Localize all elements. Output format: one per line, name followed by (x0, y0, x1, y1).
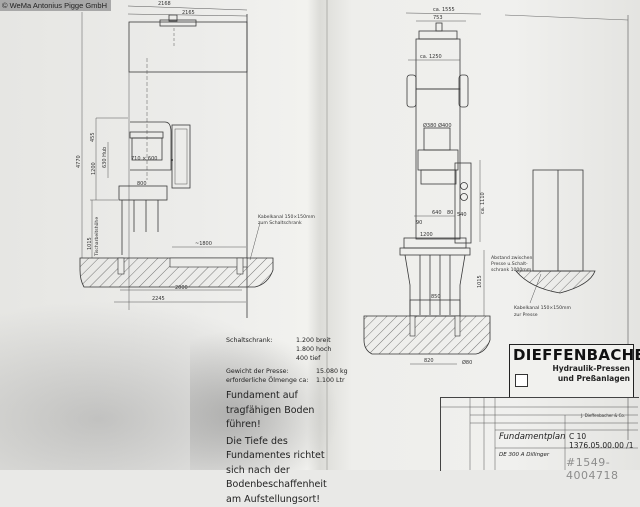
cabinet-view: Kabelkanal 150×150mm zur Presse (514, 170, 595, 318)
cabinet-height: 1.800 hoch (296, 345, 331, 354)
dim-753: 753 (433, 15, 443, 21)
dim-640: 640 (432, 210, 442, 216)
dim-top-overall: 2168 (158, 1, 171, 7)
dim-1200: 1200 (91, 162, 97, 175)
label-working-height: Tischarbeitshöhe (94, 217, 100, 257)
spacing-note-2: Presse u.Schalt- (491, 261, 528, 267)
notes-block: Schaltschrank: 1.200 breit 1.800 hoch 40… (226, 336, 348, 507)
cabinet-width: 1.200 breit (296, 336, 331, 345)
dieffenbacher-logo: DIEFFENBACHER Hydraulik-Pressen und Preß… (509, 344, 634, 398)
brand-subtitle-2: und Preßanlagen (510, 374, 633, 384)
copyright-label: © WeMa Antonius Pigge GmbH (0, 0, 111, 11)
dim-2245: 2245 (152, 296, 165, 302)
foundation-cabinet (516, 271, 595, 293)
dim-2000: 2000 (175, 285, 188, 291)
dim-table: 710 × 600 (131, 156, 157, 162)
press-frame-top (416, 39, 460, 89)
drawing-number: C 10 1376.05.00.00 /1 (569, 432, 639, 450)
cabinet-spec-row: 400 tief (226, 354, 348, 363)
dim-455: 455 (90, 132, 96, 142)
bolster (119, 186, 167, 200)
dim-850: 850 (431, 294, 441, 300)
instruction-1: Fundament auf tragfähigen Boden führen! (226, 389, 341, 433)
dim-d80: Ø80 (462, 359, 472, 366)
dim-1250: ca. 1250 (420, 54, 442, 60)
oil-value: 1.100 Ltr (316, 376, 345, 385)
dim-1200-front: 1200 (420, 232, 433, 238)
cabinet-depth: 400 tief (296, 354, 320, 363)
cabinet-cable-note-1: Kabelkanal 150×150mm (514, 305, 571, 311)
cabinet-cable-note-2: zur Presse (514, 312, 538, 318)
instruction-2: Die Tiefe des Fundamentes richtet sich n… (226, 435, 344, 507)
weight-value: 15.080 kg (316, 367, 348, 376)
border-line (505, 15, 628, 20)
dim-1555: ca. 1555 (433, 7, 455, 13)
cabinet-label: Schaltschrank: (226, 336, 296, 345)
oil-row: erforderliche Ölmenge ca: 1.100 Ltr (226, 376, 348, 385)
spacing-note-1: Abstand zwischen (491, 255, 532, 261)
dim-90: 90 (416, 220, 422, 226)
cable-note-2: zum Schaltschrank (258, 220, 302, 226)
press-head (129, 22, 247, 72)
watermark: #1549-4004718 (566, 456, 640, 482)
dim-80: 80 (447, 210, 453, 216)
brand-name: DIEFFENBACHER (510, 345, 633, 364)
dim-1015-front: 1015 (477, 275, 483, 288)
control-panel (172, 125, 190, 188)
dim-cylinder: Ø380 Ø400 (423, 122, 452, 129)
dim-bolster: 800 (137, 181, 147, 187)
dim-1800: ~1800 (195, 241, 212, 247)
dim-540: 540 (457, 212, 467, 218)
cable-channel (170, 258, 247, 267)
handle-left (407, 75, 416, 107)
valve-block (455, 163, 471, 243)
dim-stroke: 630 Hub (102, 147, 108, 168)
ram (130, 122, 171, 170)
brand-subtitle-1: Hydraulik-Pressen (510, 364, 633, 374)
weight-row: Gewicht der Presse: 15.080 kg (226, 367, 348, 376)
drawing-title: Fundamentplan (499, 432, 566, 442)
dim-top-inner: 2165 (182, 10, 195, 16)
oil-label: erforderliche Ölmenge ca: (226, 376, 316, 385)
side-view: 4770 455 1200 630 Hub 1015 Tischarbeitsh… (76, 1, 315, 318)
company-name: J. Dieffenbacher & Co. (581, 413, 625, 418)
dim-1110: ca. 1110 (480, 192, 486, 214)
cabinet-spec-row: 1.800 hoch (226, 345, 348, 354)
cabinet-spec: Schaltschrank: 1.200 breit (226, 336, 348, 345)
press-type: DE 300 A Dillinger (499, 452, 549, 458)
dim-height-overall: 4770 (76, 155, 82, 168)
foundation-front (364, 316, 490, 354)
weight-label: Gewicht der Presse: (226, 367, 316, 376)
company-seal-icon (515, 374, 528, 387)
dim-1015: 1015 (87, 237, 93, 250)
dim-820: 820 (424, 358, 434, 364)
cable-note-1: Kabelkanal 150×150mm (258, 214, 315, 220)
cylinder-head (419, 31, 457, 39)
front-view: ca. 1555 753 ca. 1250 Ø380 Ø400 ca. 1110… (364, 7, 532, 366)
